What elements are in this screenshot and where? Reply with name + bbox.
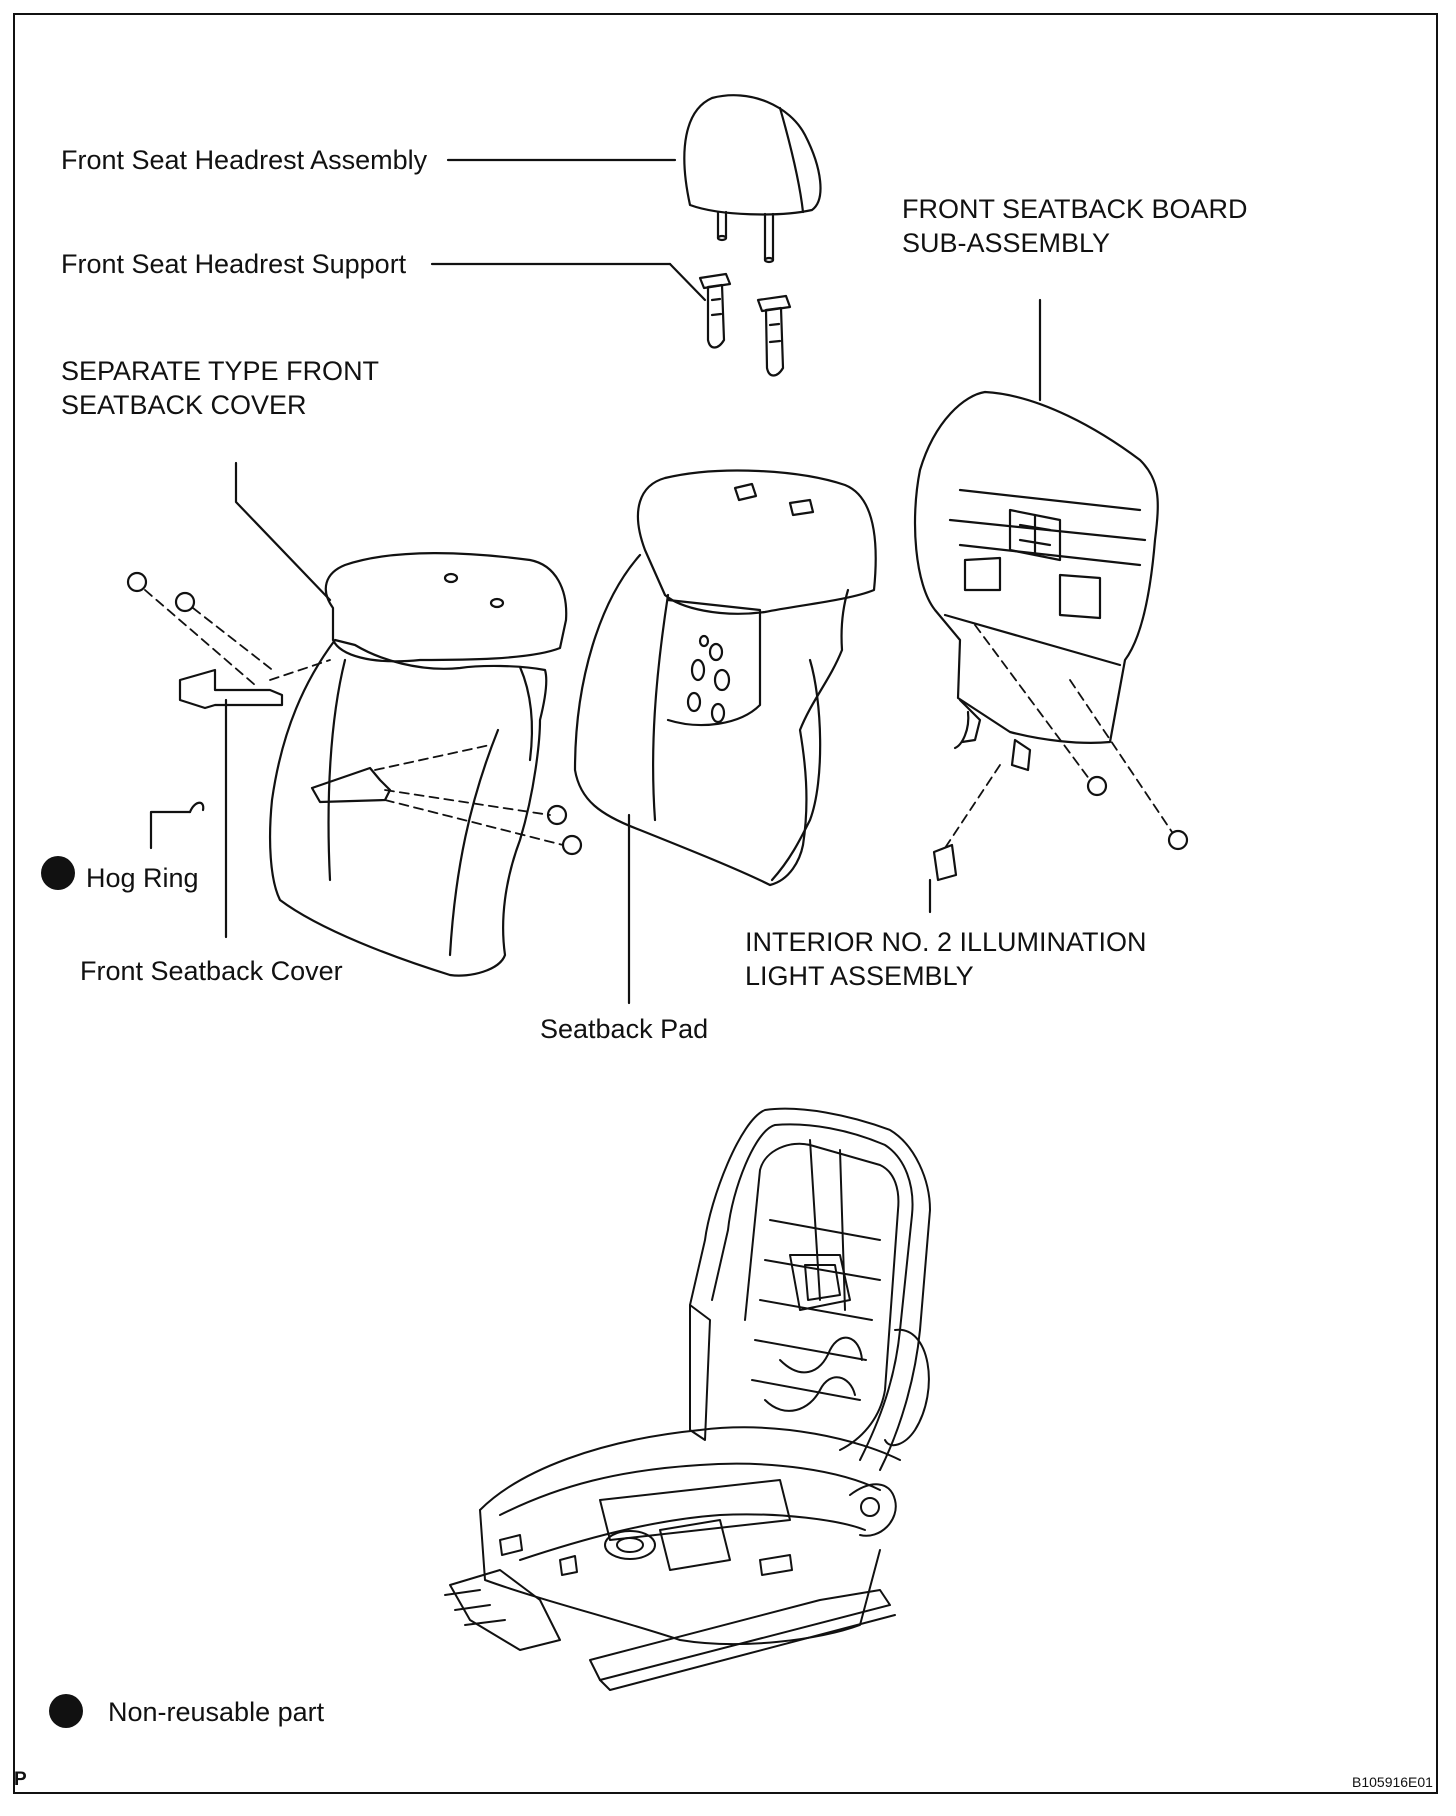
separate-cover-label-line1: SEPARATE TYPE FRONT [61, 356, 380, 386]
hardware-drawing [41, 571, 1189, 890]
non-reusable-label: Non-reusable part [108, 1697, 325, 1727]
diagram-frame [13, 13, 1438, 1794]
leader-lines [149, 158, 1042, 1005]
illumination-label-line2: LIGHT ASSEMBLY [745, 961, 974, 991]
figure-id: B105916E01 [1352, 1774, 1433, 1790]
illumination-label-line1: INTERIOR NO. 2 ILLUMINATION [745, 927, 1147, 957]
headrest-support-label: Front Seat Headrest Support [61, 249, 407, 279]
headrest-assembly-drawing [683, 94, 822, 264]
front-seatback-cover-drawing [269, 552, 568, 977]
hog-ring-label: Hog Ring [86, 863, 199, 893]
headrest-support-drawing [698, 272, 792, 377]
seatback-pad-label: Seatback Pad [540, 1014, 709, 1044]
page-marker: P [14, 1769, 27, 1790]
board-label-line2: SUB-ASSEMBLY [902, 228, 1111, 258]
front-seatback-cover-label: Front Seatback Cover [80, 956, 343, 986]
headrest-assembly-label: Front Seat Headrest Assembly [61, 145, 428, 175]
seatback-pad-drawing [573, 469, 877, 887]
separate-cover-label-line2: SEATBACK COVER [61, 390, 307, 420]
seat-frame-drawing [444, 1107, 931, 1691]
alignment-lines [144, 589, 1173, 849]
board-label-line1: FRONT SEATBACK BOARD [902, 194, 1248, 224]
seatback-board-drawing [913, 390, 1159, 772]
